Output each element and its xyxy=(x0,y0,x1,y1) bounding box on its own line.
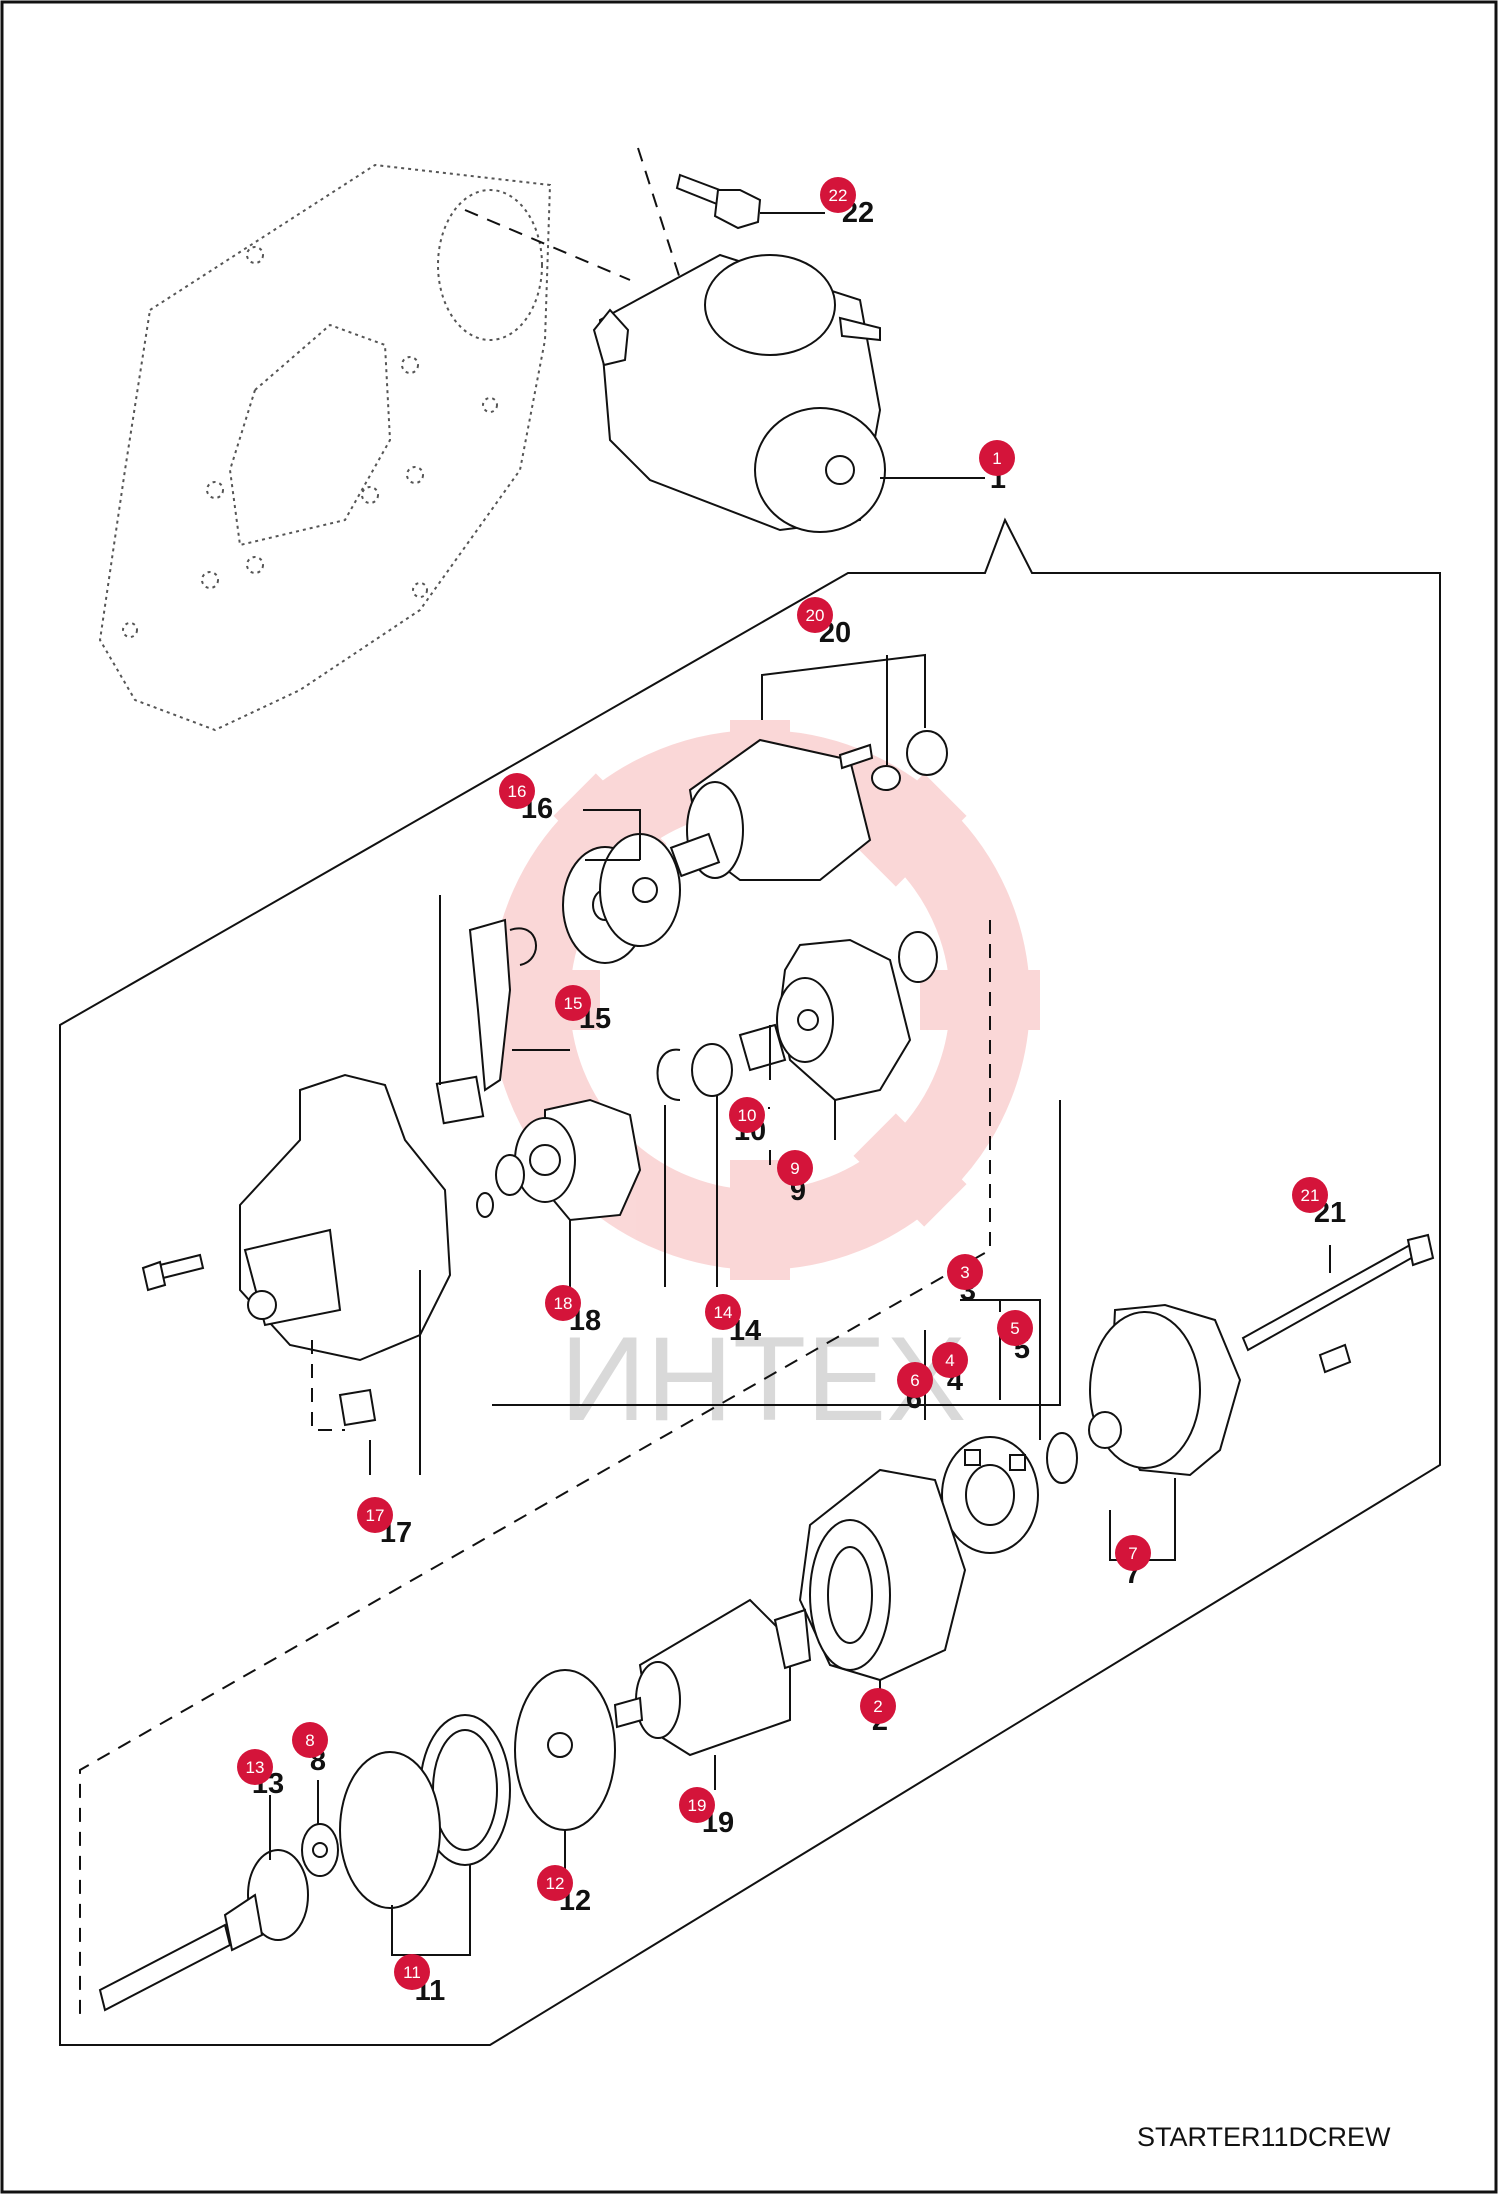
callout-badge-icon xyxy=(860,1688,896,1724)
center-bracket xyxy=(776,931,938,1102)
drawing-code: STARTER11DCREW xyxy=(1137,2122,1391,2152)
callout-badge-number: 3 xyxy=(960,1263,969,1282)
callout-10: 1010 xyxy=(729,1097,766,1147)
exploded-view-frame xyxy=(59,517,1441,2046)
flange-bolt xyxy=(675,173,762,230)
engine-plate xyxy=(98,163,552,732)
callout-badge-number: 19 xyxy=(688,1796,707,1815)
callout-2: 22 xyxy=(860,1688,896,1737)
callout-5: 55 xyxy=(997,1310,1033,1365)
armature xyxy=(613,1598,812,1757)
callout-badge-number: 20 xyxy=(806,606,825,625)
callout-badge-icon xyxy=(997,1310,1033,1346)
callout-badge-icon xyxy=(679,1787,715,1823)
callout-badge-icon xyxy=(932,1342,968,1378)
rear-end-frame xyxy=(1088,1303,1242,1477)
callout-badge-icon xyxy=(729,1097,765,1133)
callout-6: 66 xyxy=(897,1362,933,1415)
callout-9: 99 xyxy=(777,1150,813,1207)
callout-badge-number: 17 xyxy=(366,1506,385,1525)
callout-badge-icon xyxy=(357,1497,393,1533)
callout-badge-icon xyxy=(979,440,1015,476)
callout-badge-number: 16 xyxy=(508,782,527,801)
callout-badge-icon xyxy=(537,1865,573,1901)
pinion-shaft xyxy=(98,1823,339,2012)
callout-badge-number: 7 xyxy=(1128,1544,1137,1563)
callout-badge-number: 11 xyxy=(403,1963,421,1982)
callout-badge-icon xyxy=(820,177,856,213)
callout-badge-icon xyxy=(947,1254,983,1290)
callout-3: 33 xyxy=(947,1254,983,1307)
callout-badge-icon xyxy=(705,1294,741,1330)
callout-badge-number: 13 xyxy=(246,1758,265,1777)
callout-badge-number: 12 xyxy=(546,1874,565,1893)
callout-badge-icon xyxy=(797,597,833,633)
callout-badge-number: 4 xyxy=(945,1351,954,1370)
callout-badge-number: 2 xyxy=(873,1697,882,1716)
starter-assembly xyxy=(464,147,886,533)
callout-badge-icon xyxy=(777,1150,813,1186)
plunger-cover-plates xyxy=(562,833,681,964)
callout-badge-number: 8 xyxy=(305,1731,314,1750)
callout-badge-number: 18 xyxy=(554,1294,573,1313)
callout-badge-icon xyxy=(237,1749,273,1785)
callout-badge-number: 21 xyxy=(1301,1186,1320,1205)
callout-badge-icon xyxy=(897,1362,933,1398)
assembly-axis-upper xyxy=(79,920,991,2015)
callout-badge-number: 5 xyxy=(1010,1319,1019,1338)
bushing-washers xyxy=(656,1023,787,1101)
callout-badge-number: 9 xyxy=(790,1159,799,1178)
solenoid-switch xyxy=(669,730,948,881)
internal-gear xyxy=(339,1714,511,1909)
through-bolt xyxy=(1241,1233,1435,1374)
armature-plate xyxy=(514,1669,616,1831)
brush-holder xyxy=(941,1432,1078,1554)
yoke-field-coil xyxy=(798,1468,967,1682)
callout-7: 77 xyxy=(1115,1535,1151,1590)
callout-badge-icon xyxy=(499,773,535,809)
callout-badge-number: 6 xyxy=(910,1371,919,1390)
callout-badge-icon xyxy=(545,1285,581,1321)
callout-badge-number: 10 xyxy=(738,1106,757,1125)
callout-1: 11 xyxy=(979,440,1015,495)
callout-badge-number: 14 xyxy=(714,1303,733,1322)
callout-badge-icon xyxy=(394,1954,430,1990)
callout-badge-number: 1 xyxy=(992,449,1001,468)
callouts: 1122334455667788991010111112121313141415… xyxy=(237,177,1346,2007)
callout-badge-icon xyxy=(1292,1177,1328,1213)
callout-4: 44 xyxy=(932,1342,968,1397)
callout-badge-number: 15 xyxy=(564,994,583,1013)
callout-badge-number: 22 xyxy=(829,186,848,205)
callout-badge-icon xyxy=(555,985,591,1021)
drive-housing xyxy=(141,1073,452,1431)
callout-badge-icon xyxy=(292,1722,328,1758)
callout-badge-icon xyxy=(1115,1535,1151,1571)
drive-lever xyxy=(435,918,537,1125)
overrunning-clutch xyxy=(476,1098,642,1222)
callout-8: 88 xyxy=(292,1722,328,1777)
